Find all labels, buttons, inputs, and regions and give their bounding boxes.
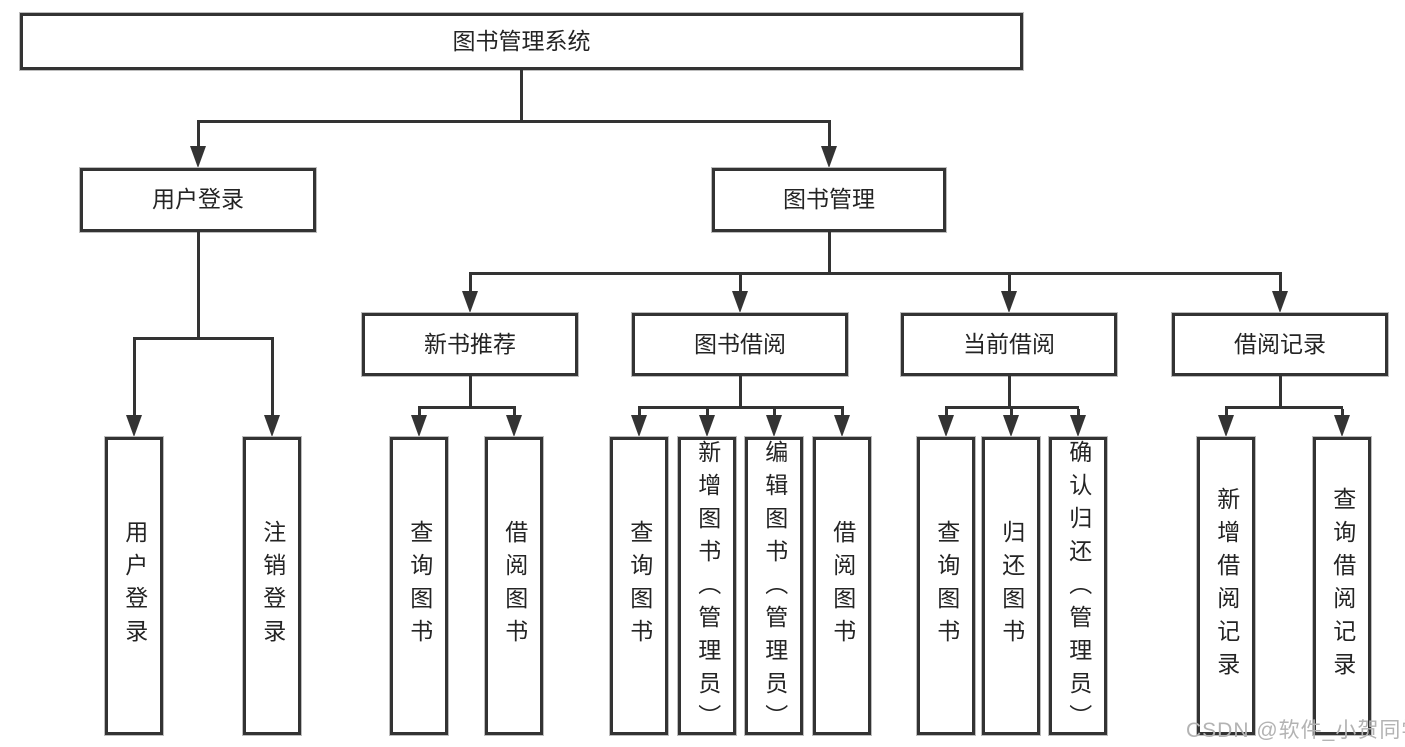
arrowhead-current-borrow	[1001, 291, 1017, 313]
leaf-user-login: 用户登录	[105, 437, 163, 735]
leaf-cb-query-books: 查询图书	[917, 437, 975, 735]
leaf-nb-borrow-books: 借阅图书	[485, 437, 543, 735]
node-current-borrowing: 当前借阅	[901, 313, 1117, 376]
leaf-bb-add-books-admin: 新增图书（管理员）	[678, 437, 736, 737]
connector-current-borrow-stem	[1008, 376, 1011, 409]
node-label: 查询图书	[406, 520, 433, 652]
connector-drop-borrow-records	[1279, 275, 1282, 291]
connector-book-borrow-bar	[638, 406, 844, 409]
connector-drop-bb-query	[638, 409, 641, 415]
arrowhead-nb-query	[411, 415, 427, 437]
node-root-library-management-system: 图书管理系统	[20, 13, 1023, 70]
connector-borrow-records-stem	[1279, 376, 1282, 409]
arrowhead-bb-edit	[766, 415, 782, 437]
leaf-bb-query-books: 查询图书	[610, 437, 668, 735]
node-label: 确认归还（管理员）	[1065, 440, 1092, 737]
node-label: 图书管理	[783, 186, 875, 213]
connector-drop-cb-return	[1010, 409, 1013, 415]
node-label: 当前借阅	[963, 330, 1055, 357]
arrowhead-new-book	[462, 291, 478, 313]
connector-drop-br-add	[1225, 409, 1228, 415]
leaf-logout: 注销登录	[243, 437, 301, 735]
arrowhead-book-management	[821, 146, 837, 168]
connector-new-book-stem	[469, 376, 472, 409]
connector-user-login-stem	[197, 232, 200, 340]
node-label: 归还图书	[998, 520, 1025, 652]
node-label: 用户登录	[121, 520, 148, 652]
arrowhead-leaf-logout	[264, 415, 280, 437]
leaf-bb-edit-books-admin: 编辑图书（管理员）	[745, 437, 803, 737]
leaf-bb-borrow-books: 借阅图书	[813, 437, 871, 735]
node-label: 借阅记录	[1234, 330, 1326, 357]
arrowhead-bb-query	[631, 415, 647, 437]
leaf-nb-query-books: 查询图书	[390, 437, 448, 735]
arrowhead-bb-add	[699, 415, 715, 437]
connector-book-management-stem	[828, 232, 831, 275]
node-user-login: 用户登录	[80, 168, 316, 232]
arrowhead-borrow-records	[1272, 291, 1288, 313]
connector-drop-nb-query	[418, 409, 421, 415]
node-book-borrowing: 图书借阅	[632, 313, 848, 376]
node-label: 新增借阅记录	[1213, 487, 1240, 685]
arrowhead-user-login	[190, 146, 206, 168]
node-book-management: 图书管理	[712, 168, 946, 232]
leaf-br-add-record: 新增借阅记录	[1197, 437, 1255, 735]
arrowhead-leaf-user-login	[126, 415, 142, 437]
connector-root-stem	[520, 70, 523, 123]
node-label: 编辑图书（管理员）	[761, 440, 788, 737]
connector-root-bar	[197, 120, 831, 123]
node-borrowing-records: 借阅记录	[1172, 313, 1388, 376]
connector-book-borrow-stem	[739, 376, 742, 409]
connector-drop-new-book	[469, 275, 472, 291]
connector-drop-leaf-logout	[271, 340, 274, 415]
arrowhead-br-add	[1218, 415, 1234, 437]
arrowhead-cb-return	[1003, 415, 1019, 437]
connector-drop-cb-confirm	[1077, 409, 1080, 415]
connector-current-borrow-bar	[945, 406, 1079, 409]
leaf-cb-confirm-return-admin: 确认归还（管理员）	[1049, 437, 1107, 737]
node-label: 借阅图书	[501, 520, 528, 652]
node-label: 借阅图书	[829, 520, 856, 652]
connector-book-management-bar	[469, 272, 1282, 275]
arrowhead-nb-borrow	[506, 415, 522, 437]
node-new-book-recommendation: 新书推荐	[362, 313, 578, 376]
connector-drop-book-management	[828, 123, 831, 146]
arrowhead-bb-borrow	[834, 415, 850, 437]
connector-drop-user-login	[197, 123, 200, 146]
arrowhead-cb-confirm	[1070, 415, 1086, 437]
connector-drop-cb-query	[945, 409, 948, 415]
node-label: 新书推荐	[424, 330, 516, 357]
node-label: 用户登录	[152, 186, 244, 213]
leaf-cb-return-books: 归还图书	[982, 437, 1040, 735]
node-label: 图书借阅	[694, 330, 786, 357]
connector-new-book-bar	[418, 406, 516, 409]
arrowhead-book-borrow	[732, 291, 748, 313]
node-label: 图书管理系统	[452, 27, 591, 54]
node-label: 查询借阅记录	[1329, 487, 1356, 685]
connector-borrow-records-bar	[1225, 406, 1343, 409]
connector-drop-br-query	[1341, 409, 1344, 415]
connector-user-login-bar	[133, 337, 274, 340]
node-label: 查询图书	[626, 520, 653, 652]
leaf-br-query-record: 查询借阅记录	[1313, 437, 1371, 735]
arrowhead-br-query	[1334, 415, 1350, 437]
connector-drop-bb-borrow	[841, 409, 844, 415]
connector-drop-book-borrow	[739, 275, 742, 291]
watermark: CSDN @软件_小贺同学	[1186, 719, 1405, 742]
connector-drop-bb-add	[706, 409, 709, 415]
node-label: 查询图书	[933, 520, 960, 652]
node-label: 注销登录	[259, 520, 286, 652]
node-label: 新增图书（管理员）	[694, 440, 721, 737]
connector-drop-current-borrow	[1008, 275, 1011, 291]
connector-drop-bb-edit	[773, 409, 776, 415]
arrowhead-cb-query	[938, 415, 954, 437]
connector-drop-nb-borrow	[513, 409, 516, 415]
connector-drop-leaf-user-login	[133, 340, 136, 415]
